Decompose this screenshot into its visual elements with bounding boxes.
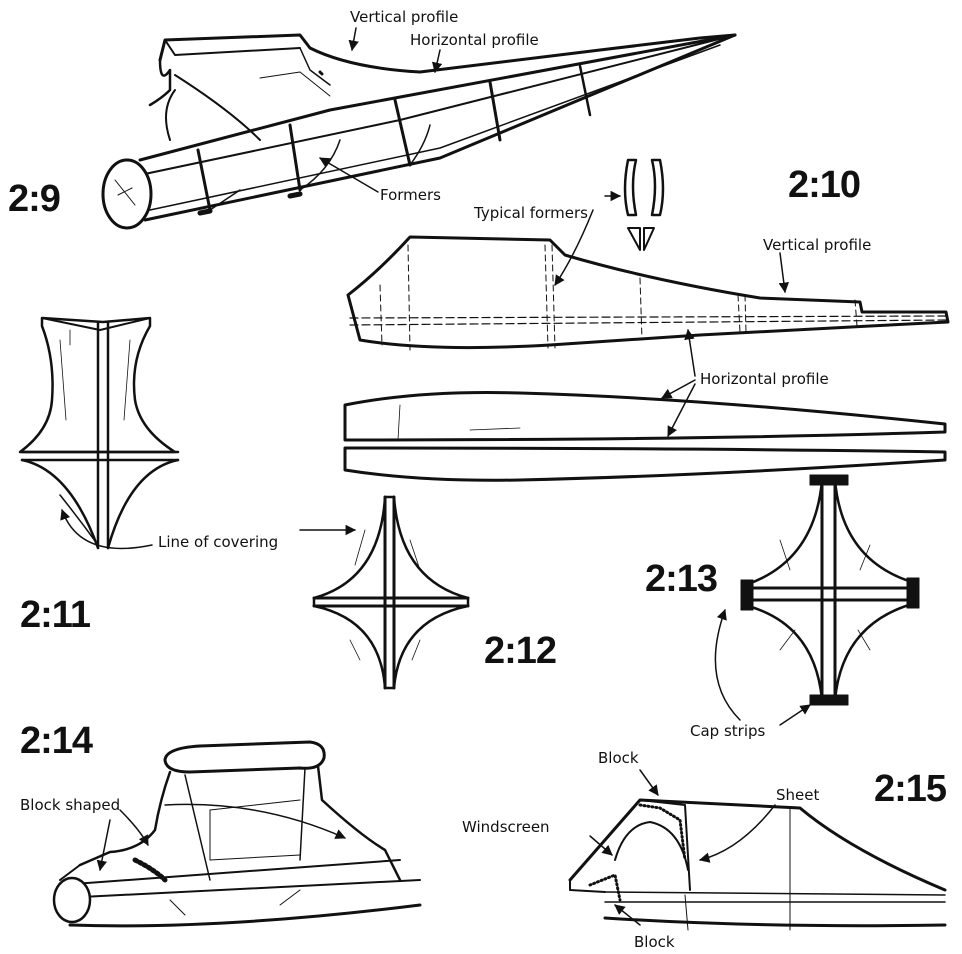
label-cap-strips: Cap strips xyxy=(690,722,766,740)
fig-2-15-cockpit xyxy=(568,769,947,931)
label-windscreen: Windscreen xyxy=(462,818,550,836)
label-vertical-profile-2-10: Vertical profile xyxy=(763,236,872,254)
figure-number-2-14: 2:14 xyxy=(20,720,93,762)
figure-number-2-12: 2:12 xyxy=(484,630,557,672)
figure-number-2-13: 2:13 xyxy=(645,558,718,600)
leader-arrows xyxy=(319,27,790,437)
label-block-bottom: Block xyxy=(634,933,675,951)
label-block-top: Block xyxy=(598,749,639,767)
label-typical-formers: Typical formers xyxy=(474,204,588,222)
fig-2-10-profiles xyxy=(343,158,950,482)
figure-number-2-10: 2:10 xyxy=(788,164,861,206)
fig-2-12-former xyxy=(299,495,470,690)
label-vertical-profile-2-9: Vertical profile xyxy=(350,8,459,26)
fig-2-11-former xyxy=(18,316,180,550)
label-formers: Formers xyxy=(380,186,441,204)
figure-number-2-11: 2:11 xyxy=(20,594,91,636)
fig-2-14-fuselage xyxy=(52,740,422,928)
label-block-shaped: Block shaped xyxy=(20,796,121,814)
label-horizontal-profile-2-9: Horizontal profile xyxy=(410,31,539,49)
fig-2-13-former xyxy=(714,474,920,726)
label-horizontal-profile-2-10: Horizontal profile xyxy=(700,370,829,388)
label-line-of-covering: Line of covering xyxy=(158,533,279,551)
figure-number-2-15: 2:15 xyxy=(874,768,947,810)
label-sheet: Sheet xyxy=(776,786,820,804)
fig-2-9-fuselage-frame xyxy=(101,33,737,230)
figure-number-2-9: 2:9 xyxy=(8,178,61,220)
